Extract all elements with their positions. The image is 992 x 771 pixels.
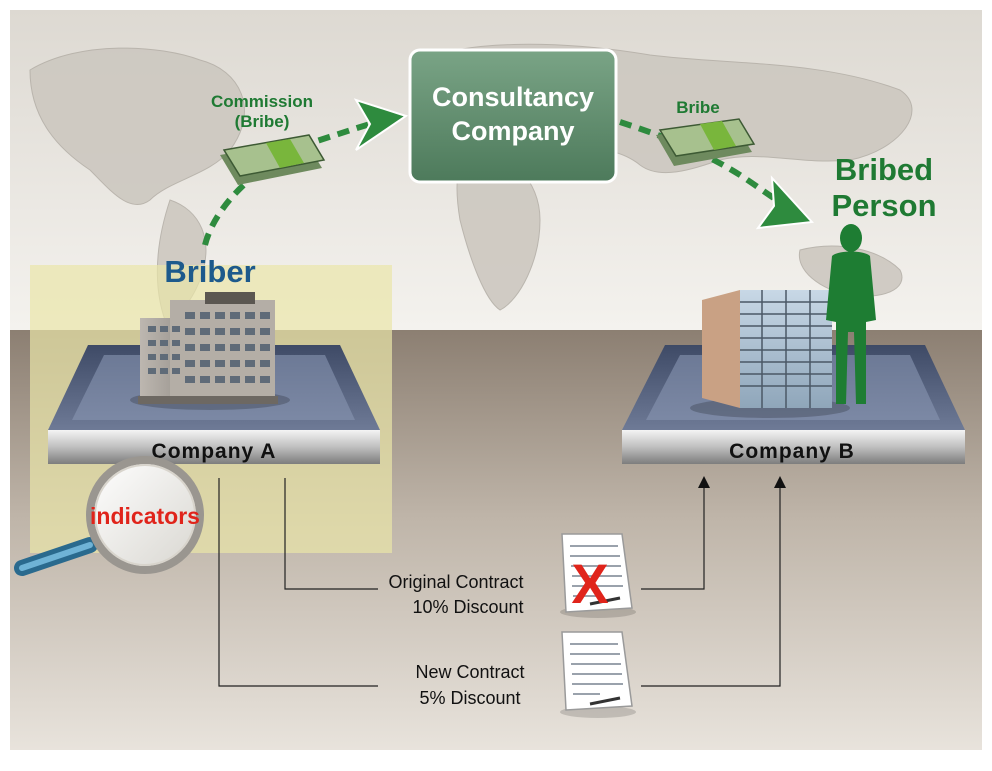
new-contract-line1: New Contract <box>415 662 524 682</box>
original-contract-line1: Original Contract <box>388 572 523 592</box>
company-a-label: Company A <box>152 440 277 463</box>
money-stack-bribe-icon <box>656 118 756 166</box>
indicators-label: indicators <box>90 503 200 529</box>
bribed-person-silhouette <box>826 224 876 404</box>
money-stack-commission-icon <box>220 134 326 185</box>
magnifying-glass-icon <box>14 456 204 576</box>
consultancy-line1: Consultancy <box>432 82 594 112</box>
bribed-person-line1: Bribed <box>835 152 933 187</box>
company-b-label: Company B <box>729 440 855 463</box>
commission-line1: Commission <box>211 92 313 111</box>
commission-line2: (Bribe) <box>235 112 290 131</box>
commission-arrowhead <box>353 98 409 151</box>
bribe-label: Bribe <box>676 98 719 117</box>
briber-label: Briber <box>164 254 255 289</box>
company-a-building <box>130 292 290 410</box>
original-contract-line2: 10% Discount <box>412 597 523 617</box>
consultancy-line2: Company <box>451 116 574 146</box>
bribe-arrowhead <box>755 175 815 230</box>
contract-connector-lines <box>218 476 786 687</box>
rejected-x-icon: X <box>571 552 608 615</box>
bribed-person-line2: Person <box>831 188 936 223</box>
new-contract-document-icon <box>560 631 636 718</box>
company-b-building <box>690 290 850 418</box>
original-contract-document-icon: X <box>560 533 636 618</box>
new-contract-line2: 5% Discount <box>419 688 520 708</box>
consultancy-company-box <box>408 48 618 184</box>
